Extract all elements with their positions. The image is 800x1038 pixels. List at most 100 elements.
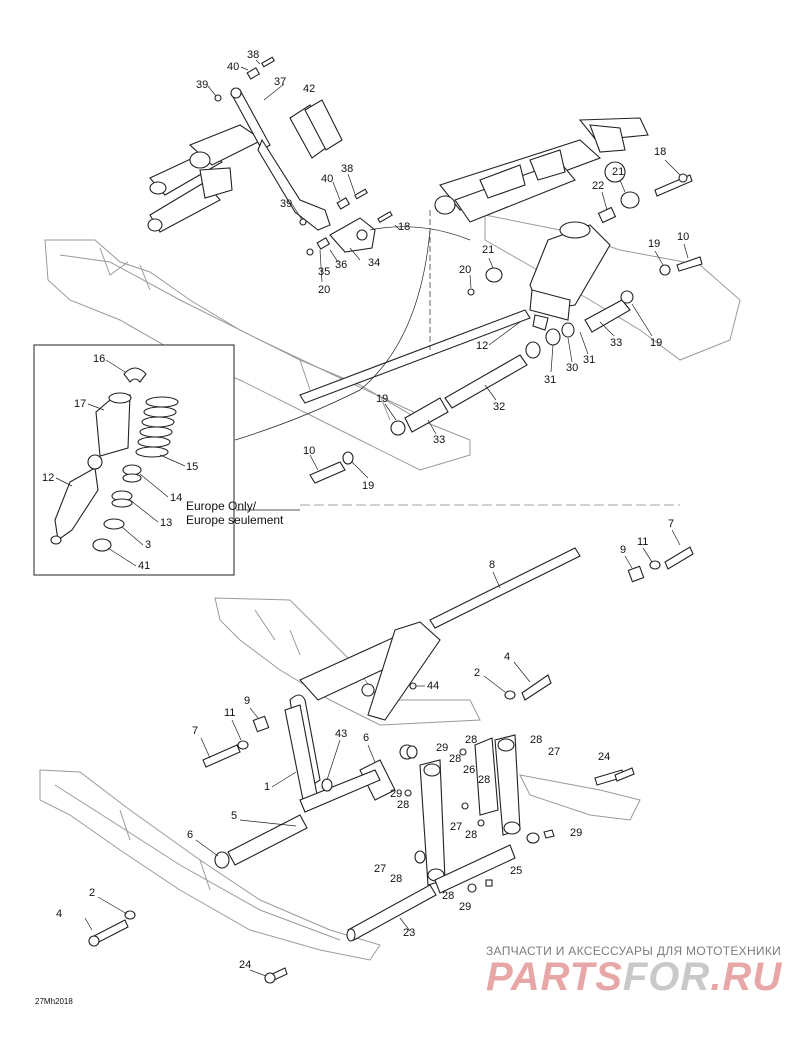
callout-40: 40 <box>227 61 239 73</box>
callout-5: 5 <box>231 810 237 822</box>
callout-1: 1 <box>264 781 270 793</box>
callout-31: 31 <box>544 374 556 386</box>
callout-28: 28 <box>390 873 402 885</box>
callout-6: 6 <box>363 732 369 744</box>
inset-callout-13: 13 <box>160 517 172 529</box>
callout-11: 11 <box>637 536 648 548</box>
inset-callout-14: 14 <box>170 492 182 504</box>
callout-28: 28 <box>478 774 490 786</box>
callout-2: 2 <box>474 667 480 679</box>
callout-27: 27 <box>374 863 386 875</box>
front-arm-assembly-upper <box>434 117 649 223</box>
callout-29: 29 <box>570 827 582 839</box>
callout-20: 20 <box>318 284 330 296</box>
callout-23: 23 <box>403 927 415 939</box>
callout-9: 9 <box>244 695 250 707</box>
hardware-lower-left <box>88 715 415 947</box>
rear-frame-lower <box>39 597 641 961</box>
inset-callout-12: 12 <box>42 472 54 484</box>
europe-seulement-note: Europe seulement <box>186 513 284 527</box>
callout-leaders <box>55 59 689 977</box>
callout-37: 37 <box>274 76 286 88</box>
callout-33: 33 <box>610 337 622 349</box>
callout-28: 28 <box>397 799 409 811</box>
inset-callout-41: 41 <box>138 560 150 572</box>
coil-spring <box>135 396 179 458</box>
callout-36: 36 <box>335 259 347 271</box>
callout-19: 19 <box>362 480 374 492</box>
callout-34: 34 <box>368 257 380 269</box>
callout-18: 18 <box>654 146 666 158</box>
callout-29: 29 <box>436 742 448 754</box>
callout-19: 19 <box>648 238 660 250</box>
inset-callout-3: 3 <box>145 539 151 551</box>
callout-18: 18 <box>398 221 410 233</box>
shafts-upper <box>299 309 531 484</box>
callout-24: 24 <box>239 959 251 971</box>
callout-30: 30 <box>566 362 578 374</box>
callout-7: 7 <box>668 518 674 530</box>
callout-22: 22 <box>592 180 604 192</box>
callout-27: 27 <box>548 746 560 758</box>
callout-28: 28 <box>530 734 542 746</box>
callout-8: 8 <box>489 559 495 571</box>
callout-25: 25 <box>510 865 522 877</box>
watermark-logo-parts: PARTS <box>486 955 623 999</box>
callout-24: 24 <box>598 751 610 763</box>
hardware-upper-left <box>214 56 393 256</box>
callout-28: 28 <box>465 734 477 746</box>
watermark: ЗАПЧАСТИ И АКСЕССУАРЫ ДЛЯ МОТОТЕХНИКИ PA… <box>486 944 782 999</box>
bolt-24 <box>264 767 635 984</box>
callout-9: 9 <box>620 544 626 556</box>
callout-39: 39 <box>196 79 208 91</box>
callout-labels: 38 40 39 37 42 38 40 39 18 36 35 34 20 1… <box>42 49 689 971</box>
inset-callout-17: 17 <box>74 398 86 410</box>
inset-callout-15: 15 <box>186 461 198 473</box>
watermark-tagline: ЗАПЧАСТИ И АКСЕССУАРЫ ДЛЯ МОТОТЕХНИКИ <box>486 944 781 958</box>
callout-19: 19 <box>650 337 662 349</box>
callout-21: 21 <box>612 166 624 178</box>
callout-20: 20 <box>459 264 471 276</box>
rear-links-lower <box>404 734 625 894</box>
drawing-code: 27Mh2018 <box>35 997 73 1006</box>
rear-shock-upper <box>529 221 611 331</box>
hardware-lower-right-top <box>409 546 694 701</box>
callout-38: 38 <box>247 49 259 61</box>
callout-42: 42 <box>303 83 315 95</box>
europe-only-note: Europe Only/ <box>186 499 257 513</box>
callout-6: 6 <box>187 829 193 841</box>
callout-27: 27 <box>450 821 462 833</box>
callout-44: 44 <box>427 680 439 692</box>
pivot-arm-assembly <box>147 87 331 233</box>
watermark-logo-for: FOR <box>623 955 710 999</box>
callout-7: 7 <box>192 725 198 737</box>
callout-31: 31 <box>583 354 595 366</box>
callout-29: 29 <box>390 788 402 800</box>
inset-callout-16: 16 <box>93 353 105 365</box>
callout-35: 35 <box>318 266 330 278</box>
callout-28: 28 <box>449 753 461 765</box>
callout-39: 39 <box>280 198 292 210</box>
leaders-upper <box>234 210 471 441</box>
watermark-logo: PARTSFOR.RU <box>486 955 782 999</box>
callout-40: 40 <box>321 173 333 185</box>
callout-2: 2 <box>89 887 95 899</box>
callout-26: 26 <box>463 764 475 776</box>
decal-42 <box>289 99 343 159</box>
callout-43: 43 <box>335 728 347 740</box>
front-arm-assembly-lower <box>284 547 581 813</box>
callout-12: 12 <box>476 340 488 352</box>
callout-10: 10 <box>677 231 689 243</box>
callout-4: 4 <box>504 651 510 663</box>
inset-shock-detail <box>33 344 235 576</box>
callout-32: 32 <box>493 401 505 413</box>
callout-33: 33 <box>433 434 445 446</box>
callout-38: 38 <box>341 163 353 175</box>
callout-4: 4 <box>56 908 62 920</box>
callout-21: 21 <box>482 244 494 256</box>
callout-29: 29 <box>459 901 471 913</box>
shaft-23 <box>346 884 437 942</box>
callout-11: 11 <box>224 707 235 719</box>
callout-28: 28 <box>465 829 477 841</box>
